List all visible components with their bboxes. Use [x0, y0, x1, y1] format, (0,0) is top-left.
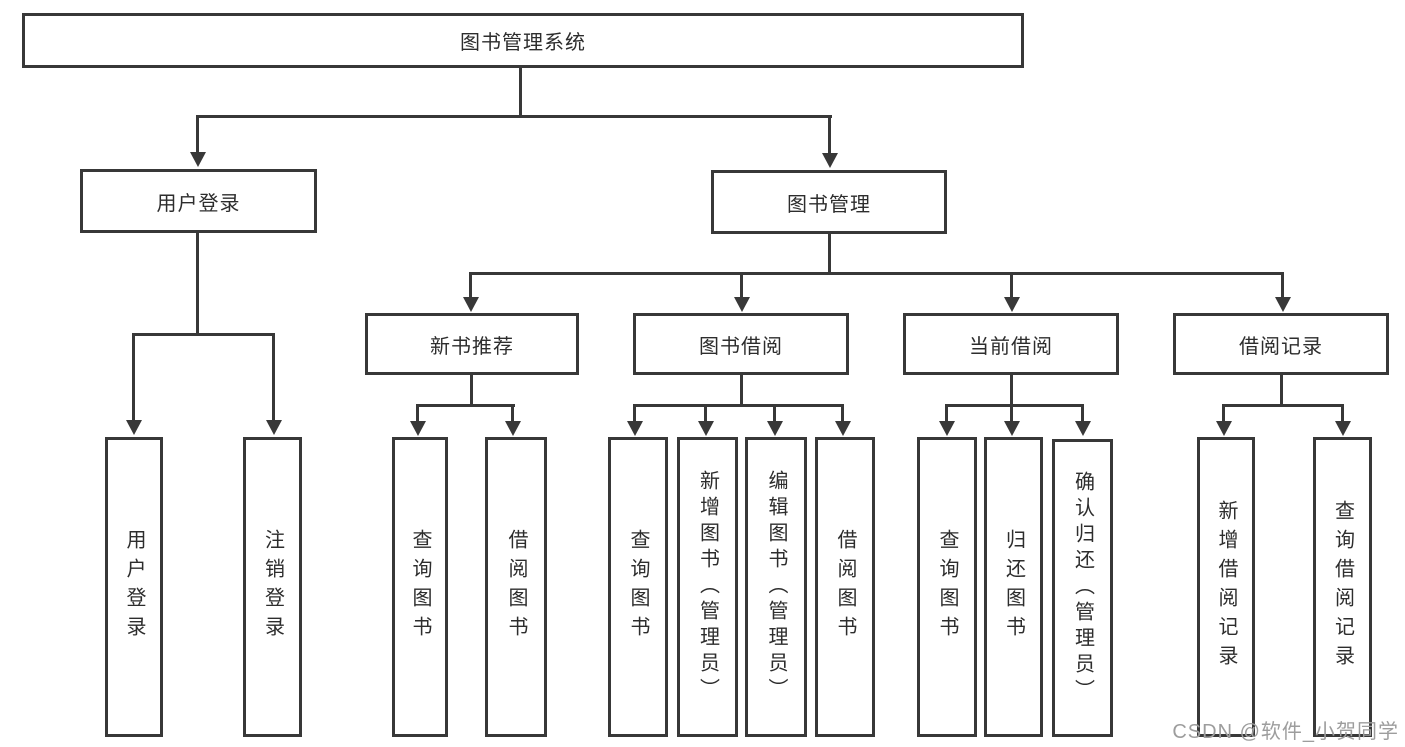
leaf-label: 查询图书 [409, 529, 431, 645]
node-label: 当前借阅 [969, 335, 1053, 358]
connector-line [1010, 272, 1013, 297]
connector-line [1222, 404, 1344, 407]
leaf-add-borrow-record: 新增借阅记录 [1197, 437, 1255, 737]
leaf-label: 归还图书 [1002, 529, 1025, 645]
connector-line [519, 68, 522, 118]
connector-line [196, 233, 199, 336]
connector-line [470, 375, 473, 406]
leaf-label: 注销登录 [261, 529, 284, 645]
arrow-down-icon [1004, 421, 1020, 436]
arrow-down-icon [1075, 421, 1091, 436]
connector-line [469, 272, 472, 297]
node-label: 图书借阅 [699, 335, 783, 358]
node-book-borrowing: 图书借阅 [633, 313, 849, 375]
leaf-label: 编辑图书（管理员） [765, 470, 787, 704]
leaf-query-borrow-record: 查询借阅记录 [1313, 437, 1372, 737]
connector-line [416, 404, 419, 421]
connector-line [196, 115, 832, 118]
leaf-label: 查询图书 [627, 529, 649, 645]
connector-line [1222, 404, 1225, 421]
leaf-user-login: 用户登录 [105, 437, 163, 737]
leaf-label: 借阅图书 [834, 529, 856, 645]
leaf-edit-books-admin: 编辑图书（管理员） [745, 437, 807, 737]
arrow-down-icon [190, 152, 206, 167]
leaf-confirm-return-admin: 确认归还（管理员） [1052, 439, 1113, 737]
connector-line [828, 115, 831, 153]
connector-line [633, 404, 844, 407]
leaf-label: 查询借阅记录 [1331, 500, 1354, 674]
connector-line [1010, 404, 1013, 421]
connector-line [945, 404, 948, 421]
connector-line [196, 115, 199, 153]
connector-line [1081, 404, 1084, 421]
leaf-label: 借阅图书 [505, 529, 527, 645]
arrow-down-icon [1275, 297, 1291, 312]
arrow-down-icon [126, 420, 142, 435]
leaf-label: 新增借阅记录 [1215, 500, 1237, 674]
leaf-query-books-current: 查询图书 [917, 437, 977, 737]
node-label: 用户登录 [156, 192, 241, 215]
arrow-down-icon [835, 421, 851, 436]
node-library-management-system: 图书管理系统 [22, 13, 1024, 68]
leaf-return-books: 归还图书 [984, 437, 1043, 737]
connector-line [511, 404, 514, 421]
arrow-down-icon [767, 421, 783, 436]
arrow-down-icon [1335, 421, 1351, 436]
node-book-management: 图书管理 [711, 170, 947, 234]
arrow-down-icon [939, 421, 955, 436]
leaf-borrow-books: 借阅图书 [815, 437, 875, 737]
node-new-book-recommendation: 新书推荐 [365, 313, 579, 375]
connector-line [1341, 404, 1344, 421]
arrow-down-icon [734, 297, 750, 312]
connector-line [841, 404, 844, 421]
leaf-label: 用户登录 [123, 529, 145, 645]
connector-line [945, 404, 1084, 407]
arrow-down-icon [1004, 297, 1020, 312]
node-label: 新书推荐 [430, 335, 514, 358]
connector-line [773, 404, 776, 421]
node-user-login: 用户登录 [80, 169, 317, 233]
connector-line [740, 375, 743, 406]
leaf-label: 新增图书（管理员） [696, 470, 719, 704]
connector-line [469, 272, 1284, 275]
connector-line [1281, 272, 1284, 297]
arrow-down-icon [505, 421, 521, 436]
connector-line [704, 404, 707, 421]
arrow-down-icon [822, 153, 838, 168]
leaf-label: 查询图书 [936, 529, 958, 645]
arrow-down-icon [410, 421, 426, 436]
connector-line [633, 404, 636, 421]
connector-line [828, 234, 831, 275]
leaf-add-books-admin: 新增图书（管理员） [677, 437, 738, 737]
node-borrowing-records: 借阅记录 [1173, 313, 1389, 375]
arrow-down-icon [698, 421, 714, 436]
arrow-down-icon [627, 421, 643, 436]
arrow-down-icon [266, 420, 282, 435]
connector-line [132, 333, 275, 336]
node-label: 图书管理 [787, 193, 871, 216]
connector-line [272, 333, 275, 420]
connector-line [1010, 375, 1013, 406]
csdn-watermark: CSDN @软件_小贺同学 [1172, 721, 1399, 743]
node-label: 借阅记录 [1239, 335, 1323, 358]
arrow-down-icon [463, 297, 479, 312]
leaf-label: 确认归还（管理员） [1071, 471, 1094, 705]
node-current-borrowing: 当前借阅 [903, 313, 1119, 375]
leaf-borrow-books-recommend: 借阅图书 [485, 437, 547, 737]
node-label: 图书管理系统 [460, 32, 586, 54]
connector-line [416, 404, 515, 407]
connector-line [740, 272, 743, 297]
leaf-query-books-borrowing: 查询图书 [608, 437, 668, 737]
leaf-logout: 注销登录 [243, 437, 302, 737]
leaf-query-books-recommend: 查询图书 [392, 437, 448, 737]
connector-line [1280, 375, 1283, 406]
arrow-down-icon [1216, 421, 1232, 436]
connector-line [132, 333, 135, 420]
